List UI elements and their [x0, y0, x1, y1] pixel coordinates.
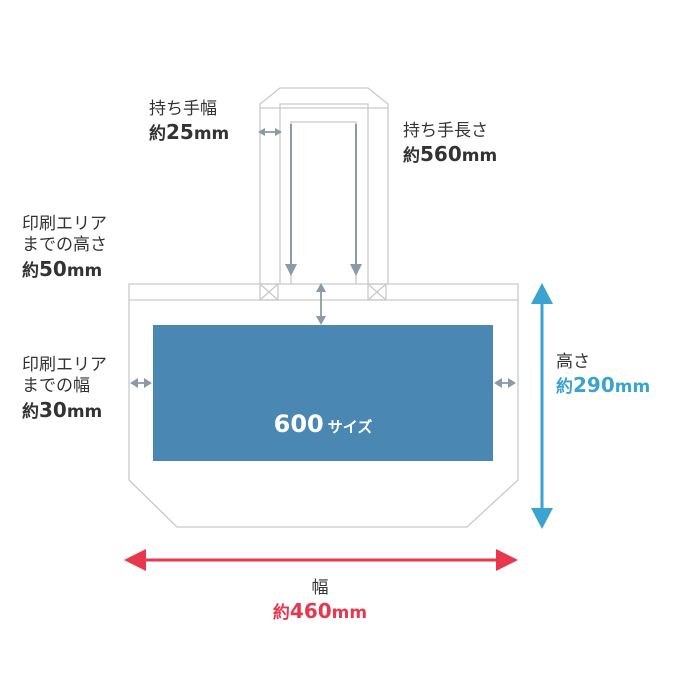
- width-title: 幅: [311, 578, 329, 598]
- print-top-title-2: までの高さ: [22, 235, 107, 256]
- bag-handles: [259, 87, 389, 301]
- print-side-arrow-left: [130, 378, 152, 388]
- print-top-label: 印刷エリア までの高さ 約50mm: [22, 214, 107, 282]
- handle-length-value: 約560mm: [403, 142, 498, 167]
- print-top-arrow: [316, 283, 326, 325]
- print-side-value: 約30mm: [22, 397, 103, 422]
- handle-length-arrowhead-left: [285, 264, 297, 276]
- handle-width-title: 持ち手幅: [149, 99, 217, 119]
- print-top-value: 約50mm: [22, 256, 103, 281]
- handle-length-arrowhead-right: [350, 264, 362, 276]
- handle-width-label: 持ち手幅 約25mm: [149, 99, 229, 146]
- print-area: [153, 325, 493, 461]
- print-side-title-1: 印刷エリア: [22, 355, 107, 375]
- print-side-arrow-right: [494, 378, 516, 388]
- height-label: 高さ 約290mm: [556, 352, 650, 399]
- handle-length-arrows: [290, 124, 357, 266]
- bag-body: [128, 283, 519, 528]
- height-title: 高さ: [556, 352, 590, 372]
- height-arrow: [531, 283, 553, 529]
- handle-width-arrow: [258, 128, 282, 136]
- print-area-size: 600: [273, 410, 324, 438]
- width-arrow: [124, 549, 518, 571]
- width-label: 幅 約460mm: [250, 578, 390, 625]
- print-top-title-1: 印刷エリア: [22, 214, 107, 234]
- print-side-title-2: までの幅: [22, 376, 90, 397]
- print-side-label: 印刷エリア までの幅 約30mm: [22, 355, 107, 423]
- print-area-suffix: サイズ: [327, 418, 373, 436]
- handle-length-label: 持ち手長さ 約560mm: [403, 121, 497, 168]
- handle-length-title: 持ち手長さ: [403, 121, 488, 141]
- height-value: 約290mm: [556, 373, 651, 398]
- handle-width-value: 約25mm: [149, 120, 230, 145]
- width-value: 約460mm: [272, 599, 368, 624]
